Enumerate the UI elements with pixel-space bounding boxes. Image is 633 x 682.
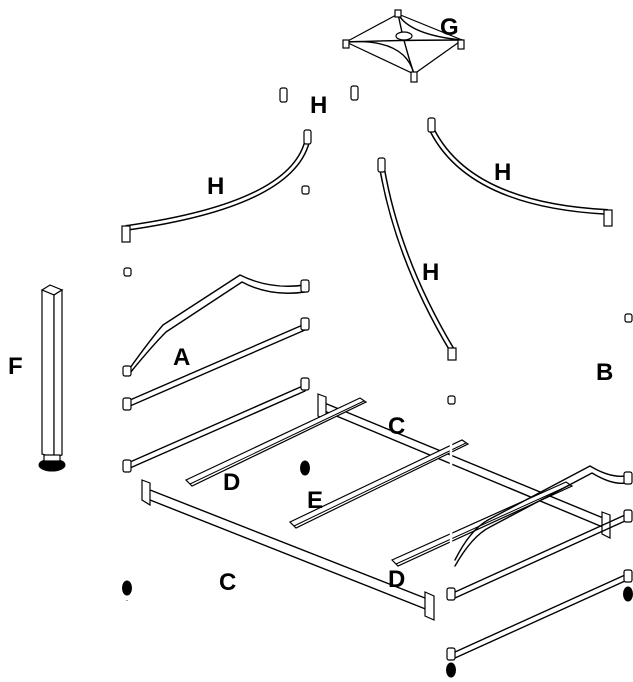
- label-h-small: H: [310, 92, 327, 119]
- label-c-back: C: [388, 413, 405, 440]
- part-e-center-slat: [288, 439, 470, 529]
- label-b: B: [596, 359, 613, 386]
- label-d-left: D: [223, 469, 240, 496]
- part-c-side-rails: [141, 393, 611, 621]
- part-h-right-arch: [427, 117, 613, 227]
- part-f-leg: [38, 284, 66, 472]
- part-d-slat-left: [184, 397, 368, 487]
- part-g-canopy-crown: [342, 9, 465, 83]
- label-g: G: [440, 14, 459, 41]
- label-h-diagonal: H: [422, 259, 439, 286]
- label-h-right: H: [494, 159, 511, 186]
- part-h-small-arch: [279, 85, 359, 120]
- part-a-headboard: [122, 185, 310, 601]
- label-f: F: [8, 353, 23, 380]
- part-h-diagonal-arch: [377, 157, 457, 361]
- label-a: A: [173, 344, 190, 371]
- label-c-front: C: [219, 569, 236, 596]
- label-e: E: [307, 487, 323, 514]
- part-b-footboard: [446, 313, 633, 678]
- part-h-left-arch: [121, 129, 312, 243]
- label-h-left: H: [207, 173, 224, 200]
- label-d-right: D: [388, 566, 405, 593]
